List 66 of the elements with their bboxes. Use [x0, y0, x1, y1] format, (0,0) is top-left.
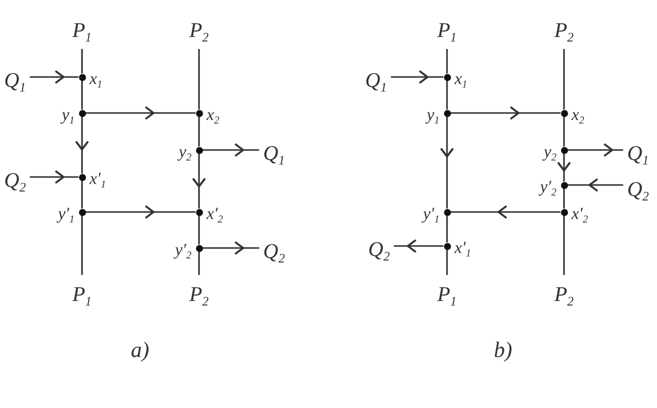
line-segment [446, 80, 448, 110]
variable-label: P$_{1}$ [72, 283, 92, 305]
line-segment [563, 49, 565, 110]
variable-label: Q$_{2}$ [263, 240, 285, 262]
point-label: x′$_{2}$ [572, 205, 588, 223]
flow-arrow [568, 143, 624, 157]
point-label: x$_{1}$ [90, 70, 102, 88]
line-segment [81, 180, 83, 208]
variable-label: P$_{2}$ [189, 283, 209, 305]
point-label: y′$_{2}$ [174, 241, 192, 259]
variable-label: Q$_{2}$ [368, 238, 390, 260]
flow-arrow [440, 116, 454, 208]
variable-label: P$_{2}$ [189, 19, 209, 41]
flow-arrow [568, 178, 624, 192]
flow-arrow [557, 154, 571, 182]
flow-arrow [450, 106, 560, 120]
point-label: y$_{2}$ [544, 143, 556, 161]
line-segment [81, 49, 83, 74]
point-label: x′$_{2}$ [206, 205, 224, 223]
point-label: x$_{1}$ [454, 70, 468, 88]
variable-label: P$_{1}$ [437, 283, 457, 305]
flow-arrow [86, 106, 196, 120]
line-segment [563, 116, 565, 146]
line-segment [446, 250, 448, 275]
point-label: y′$_{2}$ [540, 178, 556, 196]
line-segment [446, 216, 448, 242]
line-segment [198, 49, 200, 110]
line-segment [563, 188, 565, 208]
variable-label: P$_{2}$ [554, 19, 574, 41]
point-label: y$_{1}$ [62, 106, 74, 124]
point-label: x′$_{1}$ [454, 239, 472, 257]
flow-arrow [192, 154, 206, 208]
point-label: y′$_{1}$ [422, 205, 440, 223]
flow-arrow [450, 205, 560, 219]
subfigure-caption: b) [494, 338, 512, 362]
variable-label: Q$_{1}$ [263, 142, 285, 164]
variable-label: P$_{1}$ [437, 19, 457, 41]
variable-label: Q$_{2}$ [627, 178, 649, 200]
flow-arrow [30, 170, 78, 184]
variable-label: P$_{1}$ [72, 19, 92, 41]
flow-arrow [202, 241, 260, 255]
variable-label: Q$_{1}$ [365, 69, 387, 91]
subfigure-caption: a) [130, 338, 150, 362]
line-segment [563, 216, 565, 275]
line-segment [198, 216, 200, 244]
variable-label: Q$_{2}$ [4, 169, 26, 191]
line-segment [81, 216, 83, 275]
flow-arrow [86, 205, 196, 219]
variable-label: P$_{2}$ [554, 283, 574, 305]
variable-label: Q$_{1}$ [4, 69, 26, 91]
line-segment [446, 49, 448, 74]
line-segment [81, 80, 83, 110]
flow-arrow [75, 116, 89, 174]
point-label: x′$_{1}$ [90, 170, 106, 188]
point-label: y$_{1}$ [426, 106, 440, 124]
flow-arrow [202, 143, 260, 157]
flow-arrow [394, 239, 444, 253]
point-label: y′$_{1}$ [58, 205, 74, 223]
variable-label: Q$_{1}$ [627, 142, 649, 164]
point-label: y$_{2}$ [178, 143, 192, 161]
flow-arrow [30, 70, 78, 84]
flow-arrow [390, 70, 444, 84]
line-segment [198, 116, 200, 146]
point-label: x$_{2}$ [206, 106, 220, 124]
point-label: x$_{2}$ [572, 106, 584, 124]
line-segment [198, 252, 200, 275]
